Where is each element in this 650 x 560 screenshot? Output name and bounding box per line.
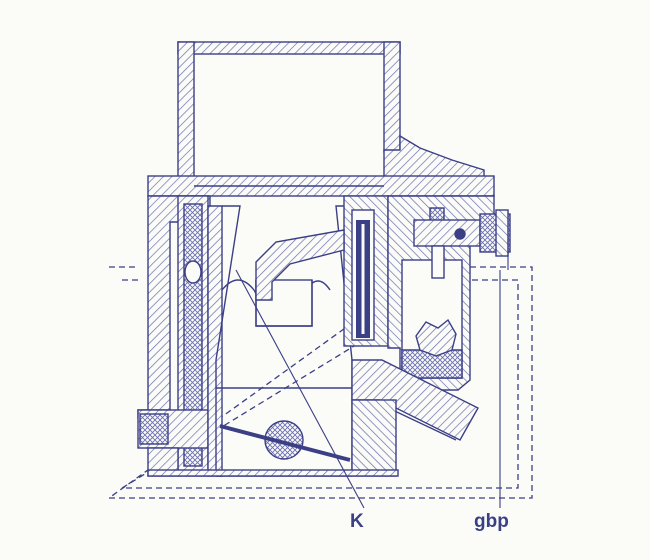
leader-lines (235, 236, 509, 509)
label-k: K (350, 511, 364, 532)
throttle-plate (219, 420, 351, 462)
air-horn (177, 41, 485, 183)
fuel-passage (255, 229, 345, 301)
leader-line-k (235, 269, 365, 509)
dashed-bowl-outline (106, 266, 533, 499)
bowl-outlet (351, 359, 479, 477)
emulsion-tube (343, 195, 389, 347)
left-body-wall (137, 195, 211, 477)
carburetor-body (106, 41, 533, 509)
base-flange (147, 469, 399, 477)
fuel-inlet-fitting (413, 207, 511, 279)
label-gbp: gbp (474, 511, 509, 532)
